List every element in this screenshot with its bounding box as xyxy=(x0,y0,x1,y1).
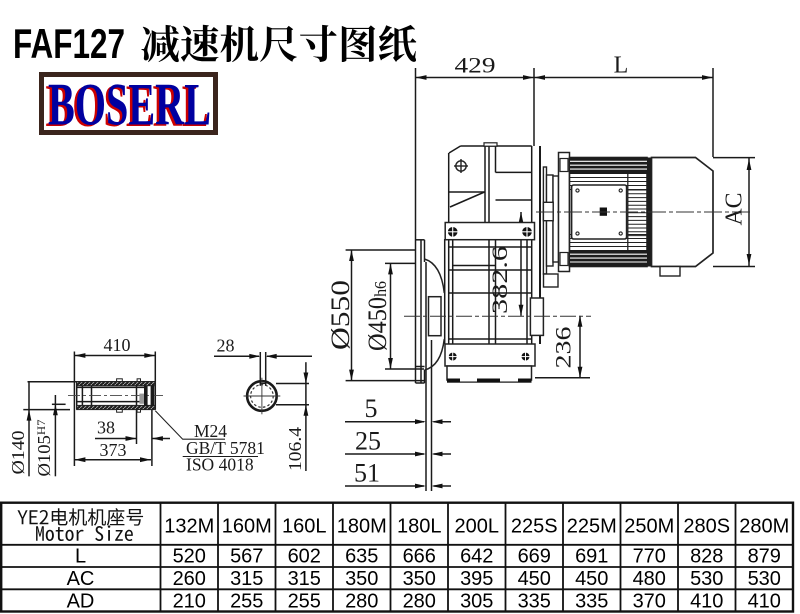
svg-text:106.4: 106.4 xyxy=(285,427,305,471)
svg-text:AC: AC xyxy=(722,193,748,226)
svg-text:530: 530 xyxy=(748,568,781,590)
svg-text:BOSERL: BOSERL xyxy=(45,73,208,139)
svg-text:250M: 250M xyxy=(624,516,674,538)
svg-text:BOSERL: BOSERL xyxy=(48,72,211,138)
svg-text:160L: 160L xyxy=(282,516,327,538)
svg-text:335: 335 xyxy=(518,591,551,613)
svg-text:GB/T 5781: GB/T 5781 xyxy=(186,438,265,458)
svg-text:382.6: 382.6 xyxy=(487,246,512,314)
svg-text:AC: AC xyxy=(67,568,95,590)
svg-text:635: 635 xyxy=(345,546,378,568)
svg-text:51: 51 xyxy=(354,459,380,488)
svg-text:530: 530 xyxy=(690,568,723,590)
svg-text:5: 5 xyxy=(365,394,378,423)
svg-text:260: 260 xyxy=(173,568,206,590)
svg-text:M24: M24 xyxy=(194,421,227,441)
svg-text:480: 480 xyxy=(633,568,666,590)
svg-text:305: 305 xyxy=(460,591,493,613)
svg-text:429: 429 xyxy=(455,53,496,78)
svg-text:255: 255 xyxy=(230,591,263,613)
svg-text:410: 410 xyxy=(690,591,723,613)
svg-text:180L: 180L xyxy=(397,516,442,538)
svg-text:Ø140: Ø140 xyxy=(8,430,28,474)
svg-text:AD: AD xyxy=(67,591,95,613)
svg-text:395: 395 xyxy=(460,568,493,590)
svg-text:225S: 225S xyxy=(511,516,558,538)
svg-text:410: 410 xyxy=(104,335,131,355)
svg-text:Ø550: Ø550 xyxy=(326,280,355,350)
svg-text:315: 315 xyxy=(288,568,321,590)
svg-text:280M: 280M xyxy=(739,516,789,538)
svg-text:L: L xyxy=(75,546,86,568)
svg-text:FAF127: FAF127 xyxy=(13,20,125,67)
svg-text:666: 666 xyxy=(403,546,436,568)
svg-text:350: 350 xyxy=(403,568,436,590)
svg-text:236: 236 xyxy=(551,327,576,369)
svg-text:210: 210 xyxy=(173,591,206,613)
svg-text:280S: 280S xyxy=(683,516,730,538)
svg-text:315: 315 xyxy=(230,568,263,590)
svg-text:225M: 225M xyxy=(567,516,617,538)
svg-text:879: 879 xyxy=(748,546,781,568)
svg-text:38: 38 xyxy=(97,418,115,438)
svg-text:Ø450h6: Ø450h6 xyxy=(363,281,392,351)
svg-text:335: 335 xyxy=(575,591,608,613)
svg-text:691: 691 xyxy=(575,546,608,568)
svg-text:L: L xyxy=(614,53,629,79)
svg-text:602: 602 xyxy=(288,546,321,568)
svg-text:28: 28 xyxy=(217,336,235,356)
svg-text:Ø105H7: Ø105H7 xyxy=(34,420,54,477)
svg-text:450: 450 xyxy=(518,568,551,590)
svg-text:200L: 200L xyxy=(455,516,500,538)
svg-text:770: 770 xyxy=(633,546,666,568)
svg-text:280: 280 xyxy=(403,591,436,613)
svg-text:642: 642 xyxy=(460,546,493,568)
svg-text:350: 350 xyxy=(345,568,378,590)
svg-text:828: 828 xyxy=(690,546,723,568)
svg-text:370: 370 xyxy=(633,591,666,613)
svg-text:255: 255 xyxy=(288,591,321,613)
svg-text:450: 450 xyxy=(575,568,608,590)
svg-text:567: 567 xyxy=(230,546,263,568)
svg-text:373: 373 xyxy=(100,440,127,460)
svg-text:ISO 4018: ISO 4018 xyxy=(186,455,254,475)
svg-text:410: 410 xyxy=(748,591,781,613)
svg-text:180M: 180M xyxy=(337,516,387,538)
svg-text:160M: 160M xyxy=(222,516,272,538)
svg-text:669: 669 xyxy=(518,546,551,568)
svg-text:25: 25 xyxy=(355,427,381,456)
svg-text:280: 280 xyxy=(345,591,378,613)
svg-text:132M: 132M xyxy=(164,516,214,538)
svg-text:520: 520 xyxy=(173,546,206,568)
